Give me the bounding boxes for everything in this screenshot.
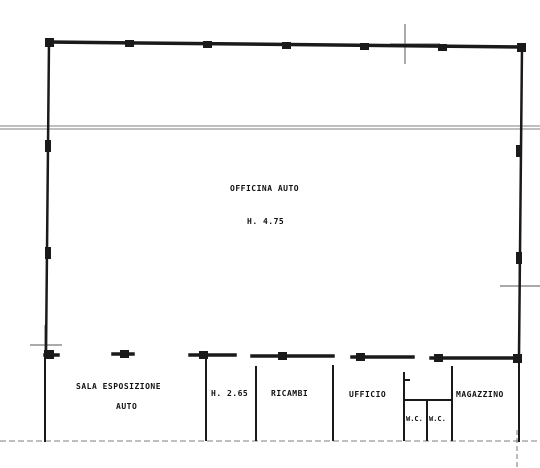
room-label-wc-1: W.C.: [406, 415, 423, 423]
column: [517, 43, 526, 52]
wall-knob: [434, 354, 443, 362]
partition-knobs: [44, 350, 522, 363]
room-label-magazzino: MAGAZZINO: [456, 390, 504, 399]
wall-knob: [199, 351, 208, 359]
main-room-height: H. 4.75: [247, 217, 285, 226]
column: [282, 42, 291, 49]
column: [203, 41, 212, 48]
room-label-h265: H. 2.65: [211, 389, 249, 398]
wall-knob: [278, 352, 287, 360]
wall-knob: [356, 353, 365, 361]
columns: [45, 38, 526, 264]
room-label-ufficio: UFFICIO: [349, 390, 387, 399]
column: [360, 43, 369, 50]
wall-left: [44, 40, 51, 357]
interior-walls: [205, 358, 453, 441]
wall-right: [517, 45, 524, 358]
column: [516, 252, 522, 264]
column: [45, 247, 51, 259]
column: [45, 140, 51, 152]
room-label-sala-line2: AUTO: [116, 402, 138, 411]
room-label-ricambi: RICAMBI: [271, 389, 309, 398]
column: [516, 145, 522, 157]
room-label-wc-2: W.C.: [429, 415, 446, 423]
main-room-name: OFFICINA AUTO: [230, 184, 300, 193]
wall-knob: [44, 350, 54, 359]
column: [438, 44, 447, 51]
wall-knob: [513, 354, 522, 363]
wall-knob: [120, 350, 129, 358]
room-label-sala: SALA ESPOSIZIONE: [76, 382, 162, 391]
column: [45, 38, 54, 47]
reference-lines: [0, 24, 540, 468]
column: [125, 40, 134, 47]
